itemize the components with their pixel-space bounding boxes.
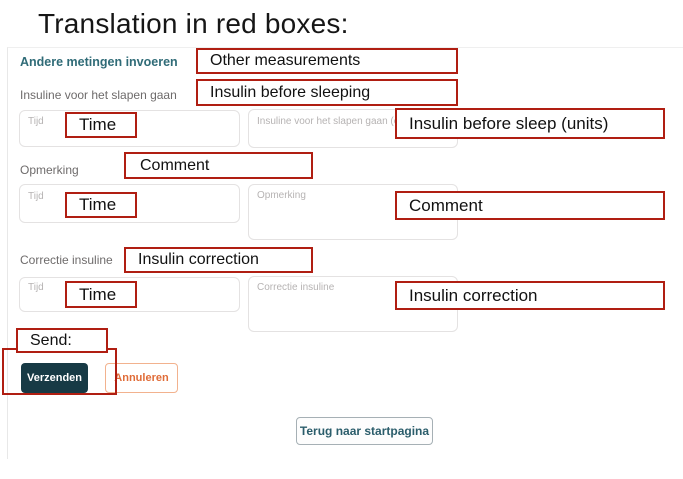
annotation-insulin-correction-field: Insulin correction: [395, 281, 665, 310]
back-to-startpage-button[interactable]: Terug naar startpagina: [296, 417, 433, 445]
label-insulin-before-sleep: Insuline voor het slapen gaan: [20, 88, 177, 102]
comment-textarea[interactable]: [248, 184, 458, 240]
annotation-comment-label: Comment: [124, 152, 313, 179]
annotation-comment-field: Comment: [395, 191, 665, 220]
label-insulin-correction: Correctie insuline: [20, 253, 113, 267]
annotation-send-bracket: [2, 348, 117, 395]
label-comment: Opmerking: [20, 163, 79, 177]
submit-button[interactable]: Verzenden: [21, 363, 88, 393]
annotation-insulin-correction-label: Insulin correction: [124, 247, 313, 273]
annotation-time-row3: Time: [65, 281, 137, 308]
annotation-insulin-before-sleeping: Insulin before sleeping: [196, 79, 458, 106]
annotation-send: Send:: [16, 328, 108, 353]
cancel-button[interactable]: Annuleren: [105, 363, 178, 393]
section-heading-other-measurements: Andere metingen invoeren: [20, 55, 178, 69]
annotation-other-measurements: Other measurements: [196, 48, 458, 74]
annotation-time-row2: Time: [65, 192, 137, 218]
slide-title: Translation in red boxes:: [38, 8, 349, 39]
annotation-time-row1: Time: [65, 112, 137, 138]
annotation-insulin-before-sleep-units: Insulin before sleep (units): [395, 108, 665, 139]
